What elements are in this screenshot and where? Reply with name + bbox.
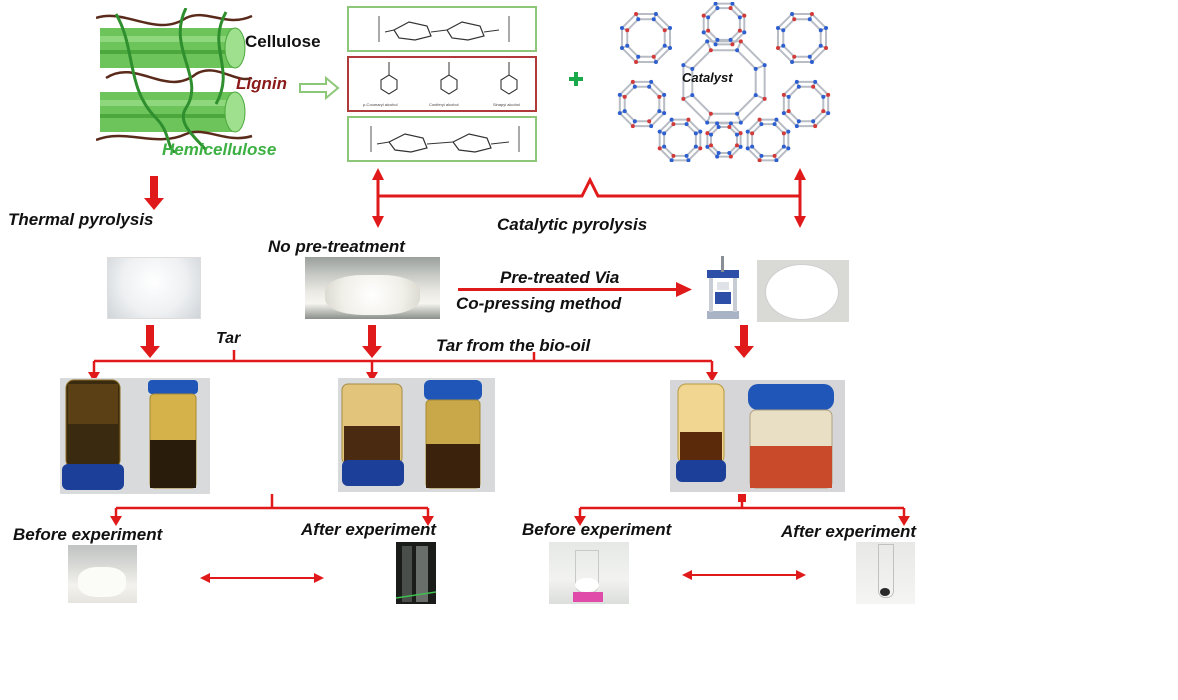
hemicellulose-label: Hemicellulose [162,140,277,159]
cellulose-powder-photo [107,257,201,319]
to-structures-arrow [299,75,340,101]
catalytic-bracket [376,175,802,222]
compare-arrow-right [682,570,806,580]
no-pretreatment-label: No pre-treatment [268,237,405,256]
cellulose-structure-box [347,6,537,52]
cellulose-label: Cellulose [245,32,321,51]
after-experiment-left-label: After experiment [301,520,437,539]
pretreated-label-line1: Pre-treated Via [500,268,620,287]
catalyst-framework-icon [606,1,842,163]
pretreated-label-line2: Co-pressing method [456,294,622,313]
after-experiment-right-photo [856,542,915,604]
catalytic-tar-vials-photo [670,380,845,492]
biomass-fibers-illustration [95,7,256,155]
after-experiment-right-label: After experiment [781,522,917,541]
plus-icon [569,72,583,86]
biomass-beaker-photo [305,257,440,319]
thermal-tar-vials-photo [60,378,210,494]
before-experiment-right-photo [549,542,629,604]
press-machine-photo [703,256,743,321]
before-experiment-left-photo [68,545,137,603]
thermal-pyrolysis-label: Thermal pyrolysis [8,210,154,229]
left-branch [114,494,430,518]
tar-line [92,350,714,374]
tar-label: Tar [216,330,241,347]
no-pretreatment-tar-vials-photo [338,378,495,492]
monomer-label-1: p-Coumaryl alcohol [363,102,398,107]
pretreated-arrow [458,282,692,297]
lignin-structure-box: p-Coumaryl alcohol Coniferyl alcohol Sin… [347,56,537,112]
lignin-label: Lignin [236,74,287,93]
tar-bio-oil-label: Tar from the bio-oil [436,336,591,355]
catalyst-label: Catalyst [682,70,733,85]
compare-arrow-left [200,573,324,583]
monomer-label-2: Coniferyl alcohol [429,102,459,107]
pressed-pellet-photo [757,260,849,322]
before-experiment-right-label: Before experiment [522,520,672,539]
after-experiment-left-photo [396,542,436,604]
monomer-label-3: Sinapyl alcohol [493,102,520,107]
catalytic-pyrolysis-label: Catalytic pyrolysis [497,215,648,234]
before-experiment-left-label: Before experiment [13,525,163,544]
hemicellulose-structure-box [347,116,537,162]
thermal-down-arrow [144,176,164,210]
